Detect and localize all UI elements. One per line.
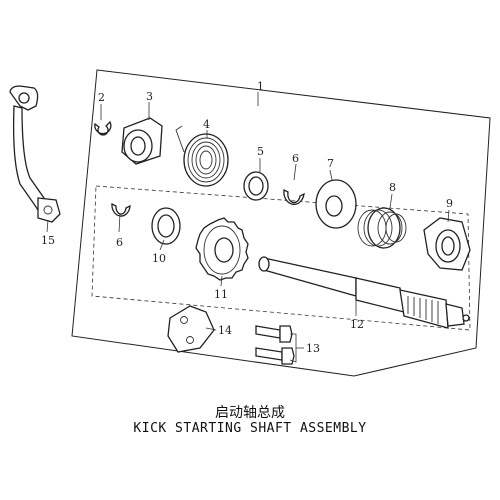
callout-15: 15	[41, 234, 55, 247]
callout-6-upper: 6	[292, 152, 299, 165]
washer-part	[243, 171, 269, 201]
kick-lever-part	[9, 85, 61, 223]
circlip-part-lower	[111, 202, 131, 217]
callout-3: 3	[146, 90, 153, 103]
kick-starter-shaft-part	[258, 256, 470, 329]
callout-8: 8	[389, 181, 396, 194]
diagram-title-chinese: 启动轴总成	[215, 405, 285, 421]
callout-6-lower: 6	[116, 236, 123, 249]
callout-labels: 1 2 3 4 5 6 6 7 8 9 10 11 12 13 14 15	[41, 80, 453, 355]
callout-13: 13	[306, 342, 320, 355]
circlip-part-upper	[283, 189, 305, 206]
callout-2: 2	[98, 91, 105, 104]
bolt-lower-part	[255, 347, 295, 365]
assembly-frame	[71, 69, 491, 377]
leader-lines	[46, 92, 450, 363]
callout-14: 14	[218, 324, 232, 337]
ratchet-drive-part	[423, 217, 471, 271]
bracket-plate-part	[167, 305, 215, 353]
callout-12: 12	[350, 318, 364, 331]
callout-7: 7	[327, 157, 334, 170]
diagram-title-english: KICK STARTING SHAFT ASSEMBLY	[133, 421, 367, 436]
cam-plate-part	[315, 179, 357, 229]
starter-gear-part	[195, 217, 249, 281]
ratchet-collar-part	[121, 117, 163, 165]
torsion-spring-part	[175, 125, 229, 187]
callout-1: 1	[257, 80, 264, 93]
callout-9: 9	[446, 197, 453, 210]
bolt-upper-part	[255, 325, 293, 343]
callout-10: 10	[152, 252, 166, 265]
circlip-part	[94, 120, 112, 136]
callout-11: 11	[214, 288, 228, 301]
thrust-washer-part	[151, 207, 181, 245]
callout-5: 5	[257, 145, 264, 158]
callout-4: 4	[203, 118, 210, 131]
compression-spring-part	[357, 207, 407, 249]
